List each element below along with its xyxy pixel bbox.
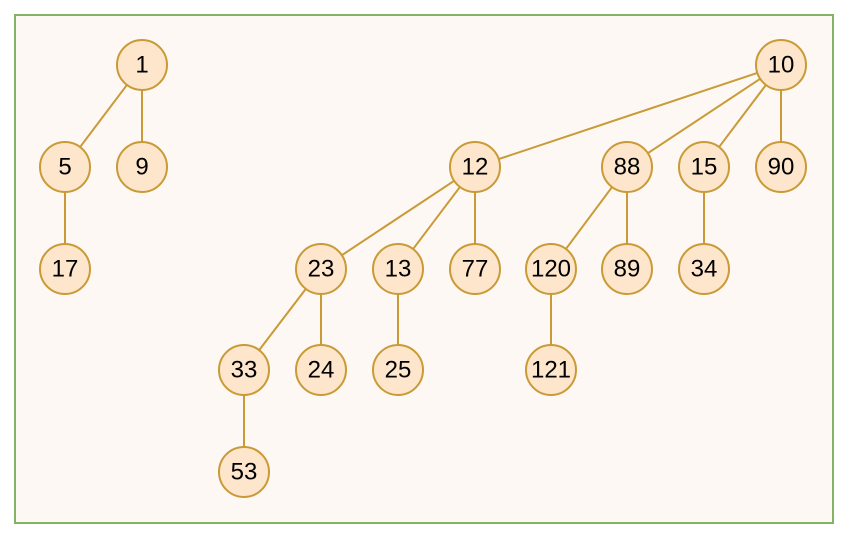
node-circle <box>601 243 653 295</box>
tree-node-17: 17 <box>39 243 91 295</box>
node-circle <box>525 344 577 396</box>
node-label: 9 <box>135 154 148 181</box>
node-circle <box>295 243 347 295</box>
node-label: 13 <box>385 256 412 283</box>
node-circle <box>295 344 347 396</box>
node-label: 24 <box>308 357 335 384</box>
node-label: 34 <box>691 256 718 283</box>
tree-node-33: 33 <box>218 344 270 396</box>
node-circle <box>218 344 270 396</box>
node-label: 120 <box>531 256 571 283</box>
node-label: 5 <box>58 154 71 181</box>
node-label: 121 <box>531 357 571 384</box>
node-circle <box>39 243 91 295</box>
tree-node-53: 53 <box>218 446 270 498</box>
node-label: 90 <box>768 154 795 181</box>
tree-node-77: 77 <box>449 243 501 295</box>
tree-node-1: 1 <box>116 39 168 91</box>
node-circle <box>678 243 730 295</box>
node-label: 89 <box>614 256 641 283</box>
node-circle <box>116 39 168 91</box>
tree-node-24: 24 <box>295 344 347 396</box>
edge-n1-n5 <box>79 84 128 148</box>
tree-node-88: 88 <box>601 141 653 193</box>
tree-node-12: 12 <box>449 141 501 193</box>
tree-node-9: 9 <box>116 141 168 193</box>
tree-node-25: 25 <box>372 344 424 396</box>
node-label: 10 <box>768 52 795 79</box>
tree-node-34: 34 <box>678 243 730 295</box>
edge-n12-n23 <box>341 179 455 257</box>
edge-n23-n33 <box>258 288 307 351</box>
edge-n88-n120 <box>565 186 613 250</box>
tree-node-10: 10 <box>755 39 807 91</box>
node-circle <box>116 141 168 193</box>
node-circle <box>755 39 807 91</box>
tree-node-23: 23 <box>295 243 347 295</box>
node-circle <box>449 141 501 193</box>
node-label: 53 <box>231 459 258 486</box>
node-circle <box>601 141 653 193</box>
tree-node-89: 89 <box>601 243 653 295</box>
node-circle <box>449 243 501 295</box>
node-circle <box>372 243 424 295</box>
tree-node-120: 120 <box>525 243 577 295</box>
node-label: 15 <box>691 154 718 181</box>
node-circle <box>678 141 730 193</box>
tree-node-90: 90 <box>755 141 807 193</box>
node-circle <box>39 141 91 193</box>
node-circle <box>525 243 577 295</box>
tree-node-15: 15 <box>678 141 730 193</box>
tree-node-13: 13 <box>372 243 424 295</box>
edges-layer <box>64 71 782 447</box>
node-label: 23 <box>308 256 335 283</box>
node-label: 17 <box>52 256 79 283</box>
node-label: 25 <box>385 357 412 384</box>
edge-n10-n12 <box>498 71 758 161</box>
tree-node-5: 5 <box>39 141 91 193</box>
node-circle <box>755 141 807 193</box>
edge-n10-n88 <box>647 77 761 155</box>
node-label: 88 <box>614 154 641 181</box>
node-circle <box>372 344 424 396</box>
node-label: 77 <box>462 256 489 283</box>
node-label: 12 <box>462 154 489 181</box>
edge-n12-n13 <box>412 186 461 250</box>
node-label: 33 <box>231 357 258 384</box>
node-circle <box>218 446 270 498</box>
node-label: 1 <box>135 52 148 79</box>
tree-node-121: 121 <box>525 344 577 396</box>
edge-n10-n15 <box>718 84 767 148</box>
